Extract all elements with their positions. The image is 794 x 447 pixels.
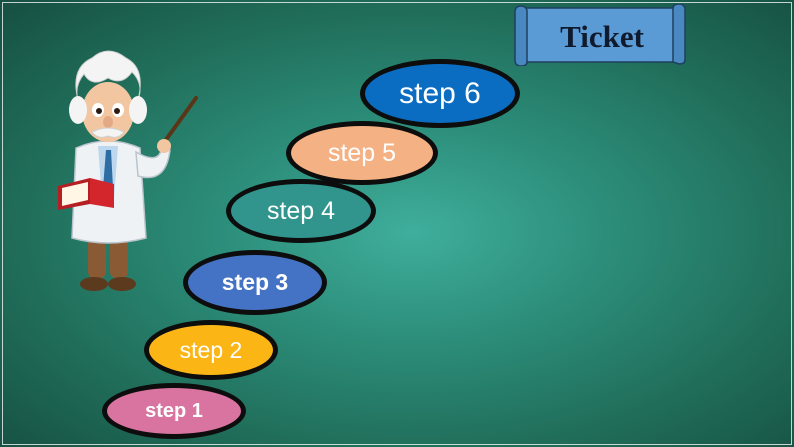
step-4-button[interactable]: step 4: [226, 179, 376, 243]
step-6-button[interactable]: step 6: [360, 59, 520, 128]
scroll-banner-icon: [514, 4, 686, 66]
step-3-button[interactable]: step 3: [183, 250, 327, 315]
ticket-banner[interactable]: Ticket: [513, 4, 687, 66]
step-2-button[interactable]: step 2: [144, 320, 278, 380]
step-1-button[interactable]: step 1: [102, 383, 246, 439]
ticket-label: Ticket: [560, 19, 644, 54]
professor-with-pointer-icon: [48, 38, 208, 298]
step-5-button[interactable]: step 5: [286, 121, 438, 185]
